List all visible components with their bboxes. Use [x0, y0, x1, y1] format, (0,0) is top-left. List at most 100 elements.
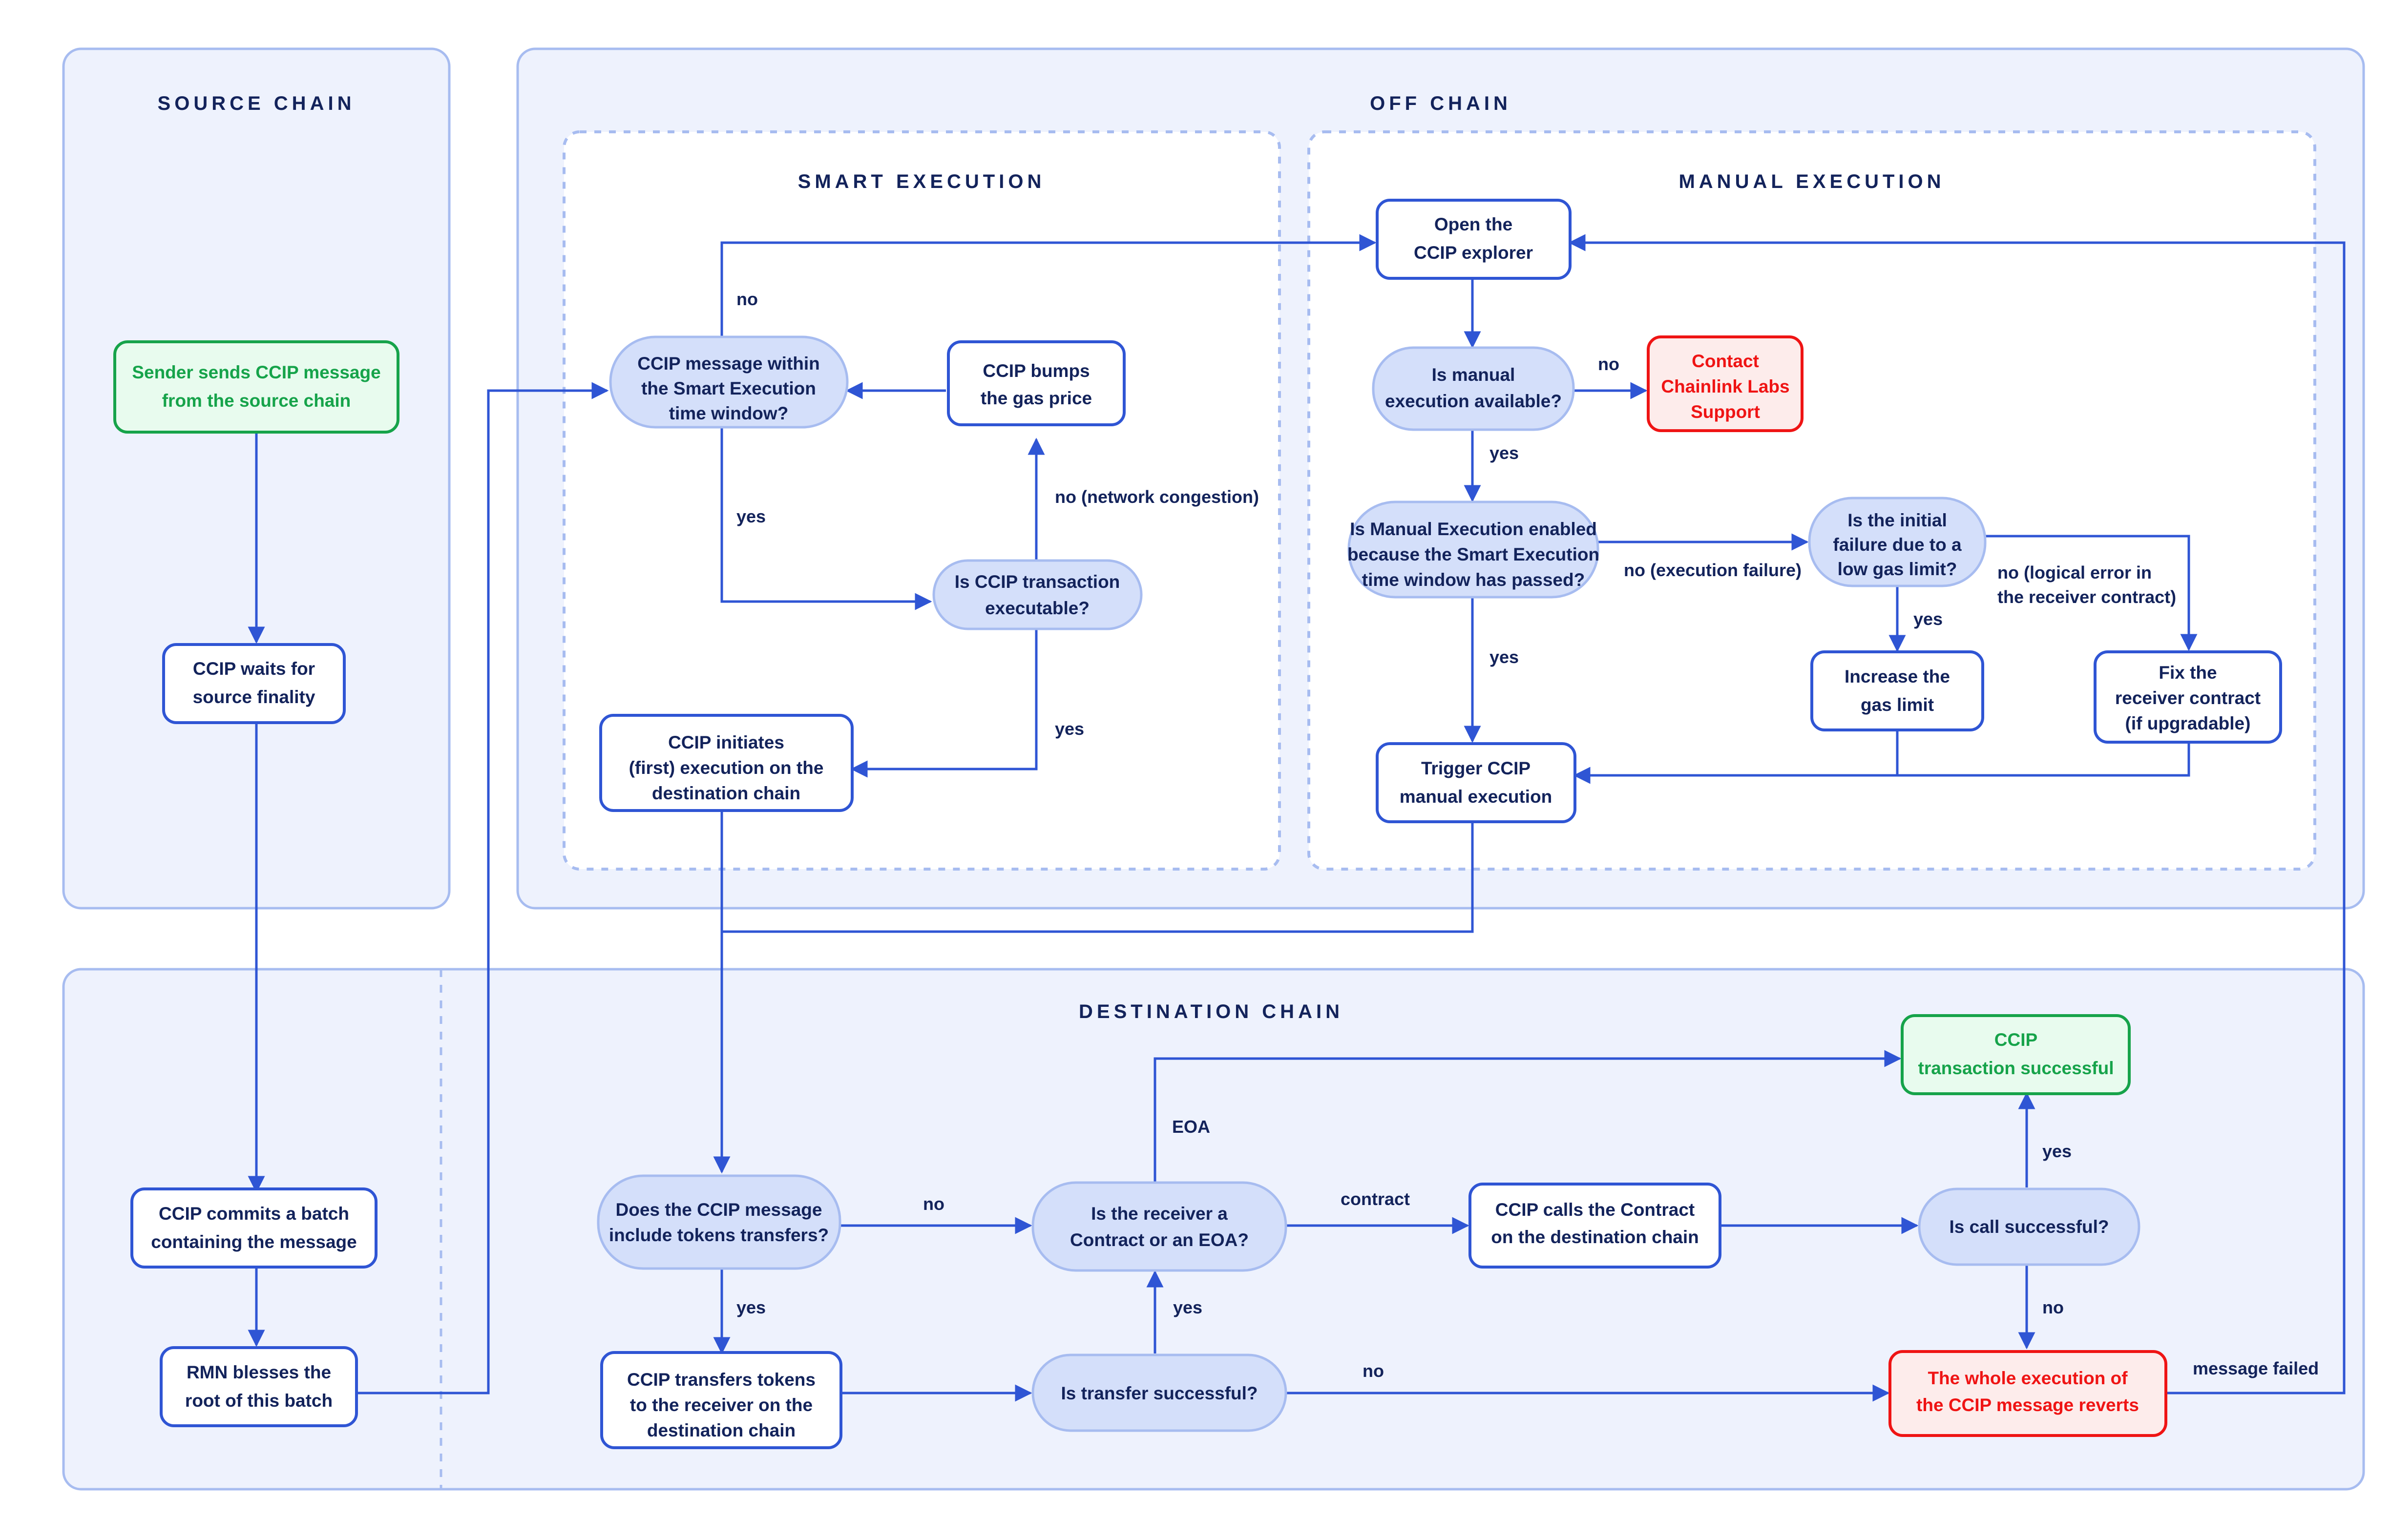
edge-window-yes-to-executable: [720, 427, 932, 610]
node-fix-receiver[interactable]: Fix the receiver contract (if upgradable…: [2094, 650, 2282, 744]
label-manual-enabled-yes: yes: [1489, 647, 1519, 667]
panel-title-manual-execution: MANUAL EXECUTION: [1678, 171, 1945, 192]
label-transfer-successful-yes: yes: [1173, 1297, 1202, 1317]
label-initial-failure-yes: yes: [1913, 609, 1943, 629]
node-commits-batch-line2: containing the message: [151, 1232, 357, 1252]
node-transfer-successful[interactable]: Is transfer successful?: [1031, 1353, 1287, 1432]
label-within-window-yes: yes: [736, 506, 766, 526]
node-trigger-manual-line2: manual execution: [1400, 787, 1552, 807]
edges: [248, 234, 2346, 1402]
node-open-explorer-line2: CCIP explorer: [1414, 243, 1533, 263]
node-execution-reverts[interactable]: The whole execution of the CCIP message …: [1888, 1350, 2167, 1437]
label-initial-failure-no-l1: no (logical error in: [1997, 562, 2152, 583]
edge-window-no-to-explorer: [720, 234, 1377, 354]
edge-reverts-to-explorer: [1568, 234, 2346, 1394]
node-within-window-line3: time window?: [669, 403, 789, 423]
node-increase-gas-line1: Increase the: [1845, 666, 1950, 687]
node-receiver-type-line1: Is the receiver a: [1091, 1204, 1228, 1224]
label-manual-available-yes: yes: [1489, 443, 1519, 463]
edge-fix-to-trigger: [1575, 738, 2190, 777]
node-initiates-first-line3: destination chain: [652, 783, 800, 803]
node-contact-support-line1: Contact: [1692, 351, 1759, 371]
node-rmn-blesses-line2: root of this batch: [185, 1391, 333, 1411]
label-receiver-contract: contract: [1341, 1189, 1410, 1209]
node-open-explorer-line1: Open the: [1434, 214, 1512, 234]
node-initiates-first-line1: CCIP initiates: [668, 732, 784, 752]
node-include-tokens-line2: include tokens transfers?: [609, 1225, 829, 1245]
panel-title-smart-execution: SMART EXECUTION: [798, 171, 1046, 192]
node-within-window-line1: CCIP message within: [637, 354, 820, 374]
node-rmn-blesses-line1: RMN blesses the: [187, 1362, 331, 1382]
node-trigger-manual-line1: Trigger CCIP: [1421, 758, 1531, 778]
node-sender-sends-line2: from the source chain: [162, 391, 351, 411]
node-tx-executable-line2: executable?: [985, 598, 1090, 618]
node-initial-failure-line1: Is the initial: [1847, 510, 1947, 530]
node-call-successful[interactable]: Is call successful?: [1918, 1187, 2140, 1266]
node-bumps-gas[interactable]: CCIP bumps the gas price: [947, 340, 1126, 426]
node-execution-reverts-line1: The whole execution of: [1928, 1368, 2128, 1388]
label-manual-enabled-no: no (execution failure): [1624, 560, 1802, 580]
node-initiates-first[interactable]: CCIP initiates (first) execution on the …: [599, 714, 854, 812]
node-initial-failure-line3: low gas limit?: [1838, 559, 1957, 579]
node-waits-finality-line2: source finality: [193, 687, 315, 707]
edge-receiver-eoa-to-success: [1154, 1050, 1902, 1182]
label-call-successful-yes: yes: [2042, 1141, 2072, 1161]
label-transfer-successful-no: no: [1363, 1361, 1384, 1381]
label-executable-no: no (network congestion): [1055, 487, 1259, 507]
node-manual-enabled-line2: because the Smart Execution: [1347, 544, 1599, 564]
panel-smart-execution: SMART EXECUTION: [563, 130, 1281, 871]
node-include-tokens[interactable]: Does the CCIP message include tokens tra…: [597, 1174, 841, 1270]
edge-labels: no yes no (network congestion) yes no ye…: [736, 289, 2319, 1381]
label-call-successful-no: no: [2042, 1297, 2064, 1317]
label-executable-yes: yes: [1055, 719, 1084, 739]
node-manual-enabled-line1: Is Manual Execution enabled: [1350, 519, 1597, 539]
node-increase-gas[interactable]: Increase the gas limit: [1810, 650, 1984, 731]
node-trigger-manual[interactable]: Trigger CCIP manual execution: [1376, 742, 1576, 823]
node-initiates-first-line2: (first) execution on the: [629, 758, 824, 778]
node-tx-successful[interactable]: CCIP transaction successful: [1901, 1014, 2131, 1095]
panel-title-off-chain: OFF CHAIN: [1370, 93, 1511, 114]
node-receiver-type[interactable]: Is the receiver a Contract or an EOA?: [1031, 1181, 1287, 1272]
node-execution-reverts-line2: the CCIP message reverts: [1916, 1395, 2139, 1415]
node-transfer-successful-line1: Is transfer successful?: [1061, 1383, 1258, 1403]
label-include-tokens-yes: yes: [736, 1297, 766, 1317]
label-within-window-no: no: [736, 289, 758, 309]
node-transfers-tokens-line1: CCIP transfers tokens: [627, 1370, 816, 1390]
edge-rmn-to-window: [355, 382, 609, 1394]
node-transfers-tokens[interactable]: CCIP transfers tokens to the receiver on…: [600, 1351, 842, 1449]
panel-title-destination-chain: DESTINATION CHAIN: [1079, 1001, 1343, 1022]
panel-manual-execution: MANUAL EXECUTION: [1307, 130, 2316, 871]
node-contact-support-line3: Support: [1691, 402, 1760, 422]
node-initial-failure-line2: failure due to a: [1833, 535, 1962, 555]
node-calls-contract[interactable]: CCIP calls the Contract on the destinati…: [1468, 1183, 1721, 1269]
node-waits-finality[interactable]: CCIP waits for source finality: [162, 643, 346, 724]
node-sender-sends-line1: Sender sends CCIP message: [132, 362, 380, 382]
node-manual-enabled[interactable]: Is Manual Execution enabled because the …: [1347, 500, 1599, 599]
node-calls-contract-line1: CCIP calls the Contract: [1495, 1200, 1695, 1220]
node-manual-enabled-line3: time window has passed?: [1362, 570, 1585, 590]
label-receiver-eoa: EOA: [1172, 1117, 1210, 1137]
node-call-successful-line1: Is call successful?: [1949, 1217, 2109, 1237]
node-bumps-gas-line1: CCIP bumps: [983, 361, 1090, 381]
node-include-tokens-line1: Does the CCIP message: [616, 1200, 822, 1220]
node-manual-available-line1: Is manual: [1432, 365, 1515, 385]
node-within-window[interactable]: CCIP message within the Smart Execution …: [609, 335, 849, 429]
node-tx-successful-line1: CCIP: [1994, 1030, 2037, 1050]
node-open-explorer[interactable]: Open the CCIP explorer: [1376, 199, 1572, 280]
node-rmn-blesses[interactable]: RMN blesses the root of this batch: [160, 1346, 358, 1427]
node-commits-batch[interactable]: CCIP commits a batch containing the mess…: [130, 1187, 378, 1269]
node-transfers-tokens-line3: destination chain: [647, 1420, 796, 1440]
node-fix-receiver-line1: Fix the: [2159, 663, 2217, 683]
node-calls-contract-line2: on the destination chain: [1491, 1227, 1699, 1247]
label-initial-failure-no-l2: the receiver contract): [1997, 587, 2176, 607]
node-contact-support[interactable]: Contact Chainlink Labs Support: [1647, 335, 1804, 432]
node-fix-receiver-line2: receiver contract: [2115, 688, 2261, 708]
edge-trigger-to-dest: [722, 781, 1474, 933]
node-initial-failure[interactable]: Is the initial failure due to a low gas …: [1808, 497, 1987, 587]
panel-title-source-chain: SOURCE CHAIN: [158, 93, 356, 114]
node-tx-executable[interactable]: Is CCIP transaction executable?: [932, 559, 1143, 630]
node-manual-available[interactable]: Is manual execution available?: [1372, 346, 1575, 431]
node-sender-sends[interactable]: Sender sends CCIP message from the sourc…: [113, 340, 399, 434]
